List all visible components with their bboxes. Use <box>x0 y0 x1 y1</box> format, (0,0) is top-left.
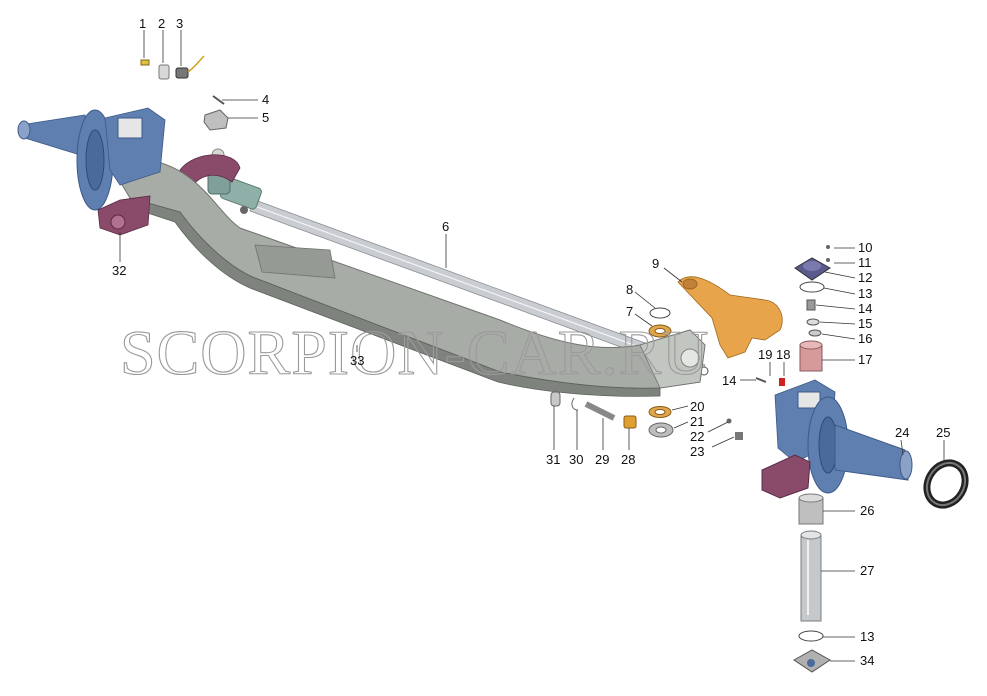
callout-label: 17 <box>858 352 872 367</box>
callout-label: 11 <box>858 255 872 270</box>
callout-label: 14 <box>858 301 872 316</box>
small-parts-top <box>140 55 229 131</box>
callout-label: 20 <box>690 399 704 414</box>
knuckle-right <box>726 379 913 499</box>
callout-label: 5 <box>262 110 269 125</box>
callout-label: 30 <box>569 452 583 467</box>
callout-label: 3 <box>176 16 183 31</box>
callout-label: 32 <box>112 263 126 278</box>
callout-label: 10 <box>858 240 872 255</box>
callout-label: 14 <box>722 373 736 388</box>
steering-lever-left <box>179 154 241 191</box>
axle-beam <box>117 159 706 397</box>
callout-label: 2 <box>158 16 165 31</box>
leader-lines <box>119 30 945 662</box>
callout-labels: 1 2 3 4 5 6 9 8 7 10 11 12 13 14 15 16 1… <box>112 16 950 668</box>
callout-label: 34 <box>860 653 874 668</box>
callout-label: 13 <box>858 286 872 301</box>
callout-label: 28 <box>621 452 635 467</box>
callout-label: 8 <box>626 282 633 297</box>
seal-ring <box>923 459 969 509</box>
callout-label: 6 <box>442 219 449 234</box>
callout-label: 9 <box>652 256 659 271</box>
callout-label: 12 <box>858 270 872 285</box>
callout-label: 1 <box>139 16 146 31</box>
callout-label: 24 <box>895 425 909 440</box>
watermark: SCORPION-CAR.RU <box>120 317 709 388</box>
callout-label: 7 <box>626 304 633 319</box>
callout-label: 23 <box>690 444 704 459</box>
callout-label: 19 <box>758 347 772 362</box>
tie-rod <box>207 148 709 377</box>
callout-label: 25 <box>936 425 950 440</box>
washers-center <box>648 307 674 438</box>
kingpin-parts <box>755 245 831 386</box>
knuckle-left <box>17 107 166 236</box>
callout-label: 33 <box>350 353 364 368</box>
callout-label: 18 <box>776 347 790 362</box>
callout-label: 16 <box>858 331 872 346</box>
callout-label: 29 <box>595 452 609 467</box>
callout-label: 31 <box>546 452 560 467</box>
kingpin-lower <box>793 493 831 673</box>
callout-label: 15 <box>858 316 872 331</box>
pin-parts <box>550 391 637 429</box>
callout-label: 22 <box>690 429 704 444</box>
callout-label: 27 <box>860 563 874 578</box>
steering-arm <box>677 276 783 359</box>
callout-label: 4 <box>262 92 269 107</box>
callout-label: 26 <box>860 503 874 518</box>
callout-label: 13 <box>860 629 874 644</box>
callout-label: 21 <box>690 414 704 429</box>
